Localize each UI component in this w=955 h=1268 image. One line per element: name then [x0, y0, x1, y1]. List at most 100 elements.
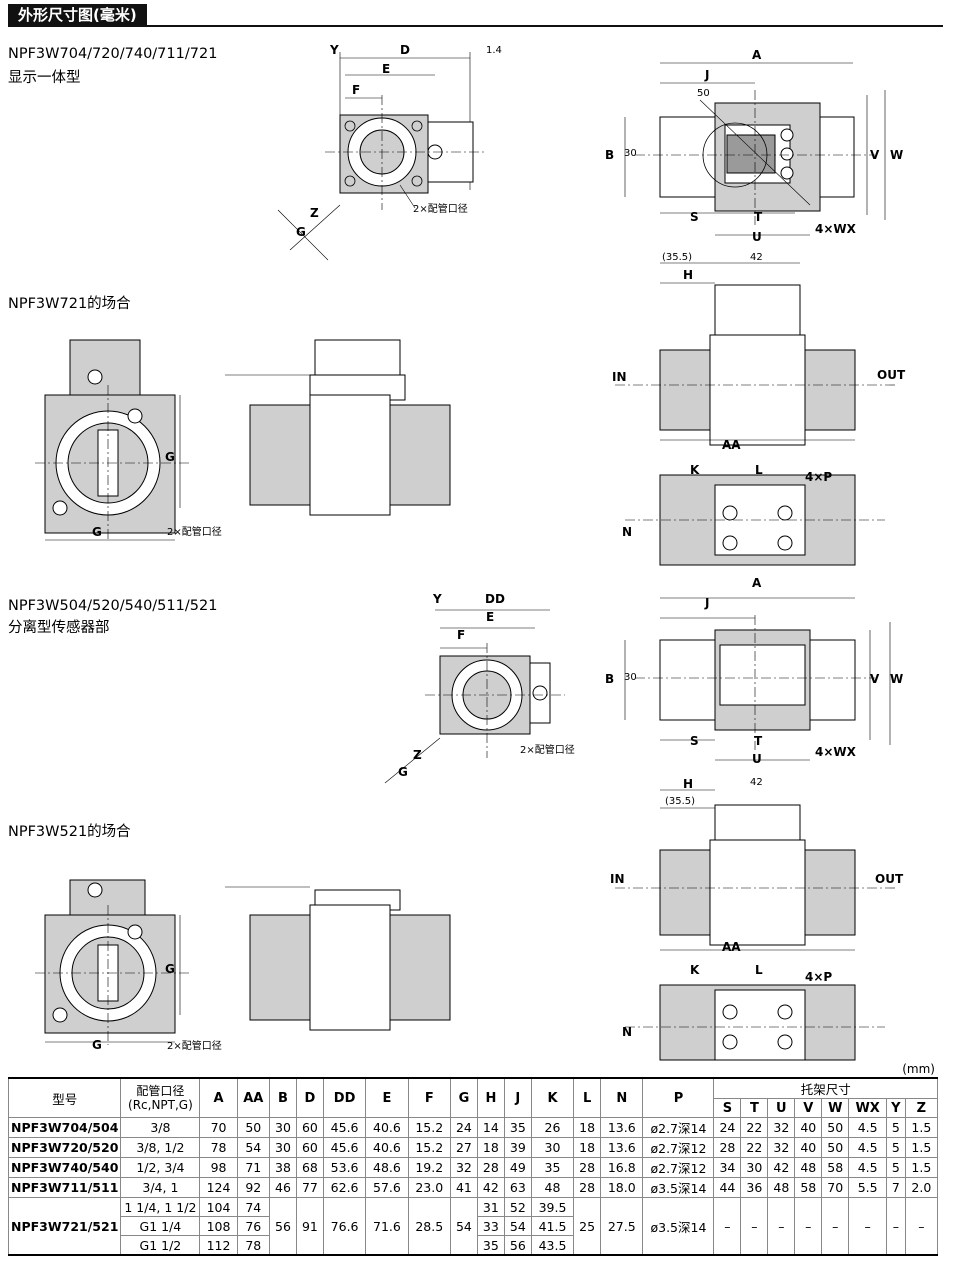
table-cell: 45.6 — [322, 1137, 367, 1158]
table-cell: 35 — [503, 1117, 532, 1138]
th-g: G — [449, 1077, 478, 1118]
table-cell: 45.6 — [322, 1117, 367, 1138]
table-cell: – — [904, 1197, 939, 1256]
table-cell: 5 — [886, 1117, 906, 1138]
dim-label-z: Z — [310, 206, 319, 220]
th-h: H — [476, 1077, 505, 1118]
table-cell: 91 — [295, 1197, 324, 1256]
table-cell: 7 — [886, 1177, 906, 1198]
th-f: F — [407, 1077, 451, 1118]
table-cell: 27 — [449, 1137, 478, 1158]
table-cell: 78 — [199, 1137, 238, 1158]
port-note-4: 2×配管口径 — [167, 1041, 222, 1052]
dim-label-f: F — [352, 83, 361, 97]
table-cell: 35 — [530, 1157, 575, 1178]
drawing-front-view-integrated — [624, 62, 886, 236]
th-j: J — [503, 1077, 532, 1118]
dimension-table: 型号 配管口径 (Rc,NPT,G) A AA B D DD E F G H J… — [7, 1077, 939, 1256]
dim-label-u: U — [752, 230, 762, 244]
table-cell: 76 — [236, 1216, 271, 1236]
dim-label-f-2: F — [457, 628, 466, 642]
dim-label-s: S — [690, 210, 699, 224]
table-cell: 22 — [740, 1117, 769, 1138]
table-cell: 48.6 — [365, 1157, 409, 1178]
table-cell: 35 — [476, 1235, 505, 1256]
th-z: Z — [904, 1098, 939, 1118]
table-cell: 92 — [236, 1177, 271, 1198]
table-cell: 42 — [476, 1177, 505, 1198]
table-cell: – — [740, 1197, 769, 1256]
dim-label-b: B — [605, 148, 615, 162]
dim-label-42: 42 — [750, 252, 763, 263]
cell-port: 3/8 — [120, 1117, 201, 1138]
section3-models: NPF3W504/520/540/511/521 — [8, 598, 218, 614]
th-dd: DD — [322, 1077, 367, 1118]
drawing-side-view-integrated — [277, 52, 485, 261]
drawing-521-side — [225, 886, 451, 1031]
port-note-3: 2×配管口径 — [520, 745, 575, 756]
table-cell: 62.6 — [322, 1177, 367, 1198]
table-cell: 124 — [199, 1177, 238, 1198]
section2-title: NPF3W721的场合 — [8, 296, 131, 312]
table-cell: 40 — [794, 1117, 823, 1138]
dim-label-50: 50 — [697, 88, 710, 99]
dim-label-l-2: L — [755, 963, 763, 977]
section3-type: 分离型传感器部 — [8, 620, 110, 636]
th-port-line2: (Rc,NPT,G) — [128, 1098, 193, 1112]
cell-port: 3/4, 1 — [120, 1177, 201, 1198]
th-u: U — [767, 1098, 796, 1118]
table-cell: 5.5 — [848, 1177, 888, 1198]
table-cell: 71.6 — [365, 1197, 409, 1256]
table-cell: – — [886, 1197, 906, 1256]
th-port: 配管口径 (Rc,NPT,G) — [120, 1077, 201, 1118]
dim-label-e: E — [382, 62, 391, 76]
dim-label-u-2: U — [752, 752, 762, 766]
cell-model: NPF3W721/521 — [7, 1197, 122, 1256]
table-cell: 33 — [476, 1216, 505, 1236]
table-cell: 13.6 — [600, 1137, 644, 1158]
table-cell: 57.6 — [365, 1177, 409, 1198]
table-cell: 32 — [767, 1117, 796, 1138]
cell-port: 1/2, 3/4 — [120, 1157, 201, 1178]
port-note-1: 2×配管口径 — [413, 204, 468, 215]
dim-label-dd: DD — [485, 592, 505, 606]
dim-label-p-2: 4×P — [805, 970, 833, 984]
dim-label-t-2: T — [754, 734, 763, 748]
dim-label-v-2: V — [870, 672, 880, 686]
dim-label-h-2: H — [683, 777, 694, 791]
table-cell: 71 — [236, 1157, 271, 1178]
table-cell: 39.5 — [530, 1197, 575, 1217]
table-cell: 76.6 — [322, 1197, 367, 1256]
table-cell: 18 — [573, 1137, 602, 1158]
table-cell: 42 — [767, 1157, 796, 1178]
table-cell: ø3.5深14 — [642, 1197, 715, 1256]
table-cell: 78 — [236, 1235, 271, 1256]
table-cell: 4.5 — [848, 1137, 888, 1158]
table-cell: 30 — [530, 1137, 575, 1158]
dim-label-35-5-2: (35.5) — [665, 796, 696, 807]
table-cell: 70 — [199, 1117, 238, 1138]
table-cell: 26 — [530, 1117, 575, 1138]
table-cell: 30 — [269, 1117, 297, 1138]
table-cell: 5 — [886, 1157, 906, 1178]
th-port-line1: 配管口径 — [136, 1084, 185, 1098]
table-cell: 68 — [295, 1157, 324, 1178]
table-cell: 28.5 — [407, 1197, 451, 1256]
table-cell: 18 — [573, 1117, 602, 1138]
table-cell: ø3.5深14 — [642, 1177, 715, 1198]
cell-model: NPF3W711/511 — [7, 1177, 122, 1198]
table-cell: 56 — [503, 1235, 532, 1256]
th-p: P — [642, 1077, 715, 1118]
cell-port: 1 1/4, 1 1/2 — [120, 1197, 201, 1217]
dim-label-g-721-bottom: G — [92, 525, 102, 539]
dim-label-gap: 1.4 — [486, 45, 502, 56]
table-cell: 34 — [713, 1157, 742, 1178]
table-cell: 108 — [199, 1216, 238, 1236]
cell-port: G1 1/2 — [120, 1235, 201, 1256]
dim-label-p: 4×P — [805, 470, 833, 484]
table-cell: ø2.7深14 — [642, 1117, 715, 1138]
unit-label: (mm) — [902, 1062, 935, 1076]
dim-label-k: K — [690, 463, 700, 477]
